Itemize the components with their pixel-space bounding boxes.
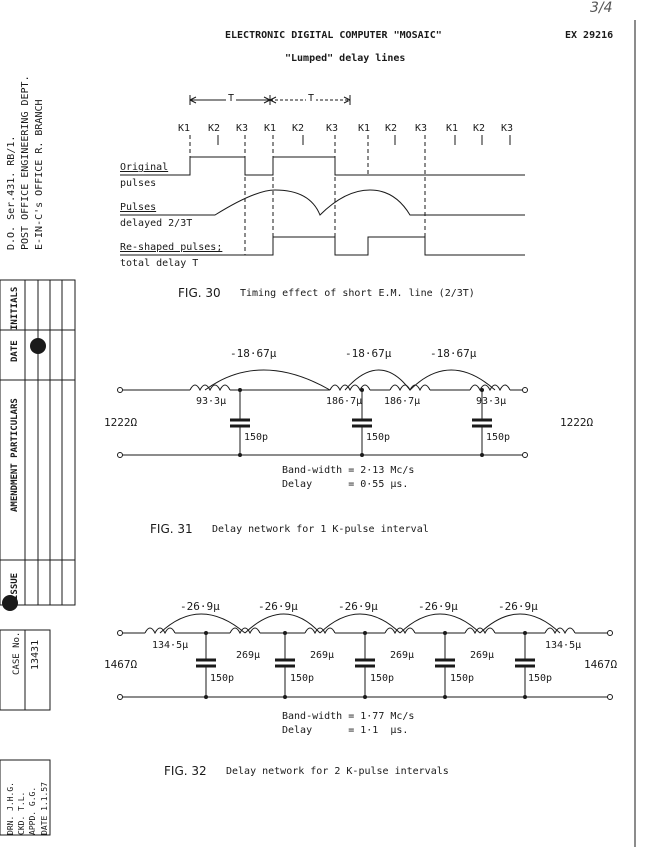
fig30-row3-label-b: total delay T (120, 258, 199, 269)
fig30-row1-label-b: pulses (120, 178, 157, 189)
fig30-k-label: K1 (178, 123, 191, 134)
fig32-right-impedance: 1467Ω (584, 658, 618, 671)
fig32-mutual-label: -26·9μ (338, 600, 378, 613)
fig30-k-label: K3 (236, 123, 249, 134)
fig31-caption: Delay network for 1 K-pulse interval (212, 524, 429, 535)
fig30-k-label: K1 (264, 123, 277, 134)
corner-mark: 3/4 (590, 0, 613, 16)
fig32-cap-label: 150p (370, 673, 395, 684)
fig32-cap-label: 150p (210, 673, 235, 684)
fig31-number: FIG. 31 (150, 522, 193, 536)
fig31-inductor-label: 93·3μ (476, 396, 507, 407)
fig32-cap-label: 150p (528, 673, 553, 684)
drawn-box (0, 759, 51, 836)
fig31-network (120, 369, 525, 456)
fig31-right-impedance: 1222Ω (560, 416, 594, 429)
fig32-mutual-label: -26·9μ (498, 600, 538, 613)
fig30-period-label-1: T (226, 93, 237, 104)
fig31-bandwidth: Band-width = 2·13 Mc/s (282, 465, 415, 476)
fig32-number: FIG. 32 (164, 764, 207, 778)
fig31-delay: Delay = 0·55 μs. (282, 479, 409, 490)
fig32-cap-label: 150p (450, 673, 475, 684)
fig31-cap-label: 150p (244, 432, 269, 443)
fig30-k-label: K2 (208, 123, 221, 134)
fig30-row3-label: Re-shaped pulses; (120, 242, 223, 253)
fig32-delay: Delay = 1·1 μs. (282, 725, 409, 736)
fig32-mutual-label: -26·9μ (180, 600, 220, 613)
fig30-k-label: K3 (415, 123, 428, 134)
fig32-bandwidth: Band-width = 1·77 Mc/s (282, 711, 415, 722)
fig30-k-label: K1 (446, 123, 459, 134)
fig32-mutual-label: -26·9μ (258, 600, 298, 613)
fig31-cap-label: 150p (486, 432, 511, 443)
punch-hole-bottom (2, 595, 18, 611)
fig30-caption: Timing effect of short E.M. line (2/3T) (240, 288, 475, 299)
fig30-k-label: K1 (358, 123, 371, 134)
fig30-row2-label: Pulses (120, 202, 157, 213)
fig30-k-label: K3 (326, 123, 339, 134)
fig30-row1-label: Original (120, 162, 169, 173)
fig32-left-impedance: 1467Ω (104, 658, 138, 671)
fig31-mutual-label: -18·67μ (345, 347, 392, 360)
fig31-inductor-label: 93·3μ (196, 396, 227, 407)
fig31-inductor-label: 186·7μ (384, 396, 421, 407)
fig32-cap-label: 150p (290, 673, 315, 684)
fig32-inductor-label: 269μ (390, 650, 415, 661)
fig31-mutual-label: -18·67μ (430, 347, 477, 360)
fig30-timing-diagram (120, 95, 525, 256)
fig32-inductor-label: 134·5μ (152, 640, 189, 651)
fig31-mutual-label: -18·67μ (230, 347, 277, 360)
fig30-row2-label-b: delayed 2/3T (120, 218, 193, 229)
page-subtitle: "Lumped" delay lines (285, 53, 406, 64)
document-reference: EX 29216 (565, 30, 614, 41)
fig31-inductor-label: 186·7μ (326, 396, 363, 407)
page-title: ELECTRONIC DIGITAL COMPUTER "MOSAIC" (225, 30, 442, 41)
fig32-network (120, 613, 610, 698)
amendment-table (0, 279, 76, 606)
fig31-cap-label: 150p (366, 432, 391, 443)
fig30-k-label: K2 (385, 123, 398, 134)
fig32-inductor-label: 269μ (470, 650, 495, 661)
fig32-inductor-label: 269μ (310, 650, 335, 661)
fig32-inductor-label: 134·5μ (545, 640, 582, 651)
fig30-period-label-2: T (306, 93, 317, 104)
fig30-k-label: K3 (501, 123, 514, 134)
fig30-k-label: K2 (292, 123, 305, 134)
fig30-number: FIG. 30 (178, 286, 221, 300)
fig30-k-label: K2 (473, 123, 486, 134)
punch-hole-top (30, 338, 46, 354)
fig32-mutual-label: -26·9μ (418, 600, 458, 613)
fig32-inductor-label: 269μ (236, 650, 261, 661)
fig32-caption: Delay network for 2 K-pulse intervals (226, 766, 449, 777)
fig31-left-impedance: 1222Ω (104, 416, 138, 429)
